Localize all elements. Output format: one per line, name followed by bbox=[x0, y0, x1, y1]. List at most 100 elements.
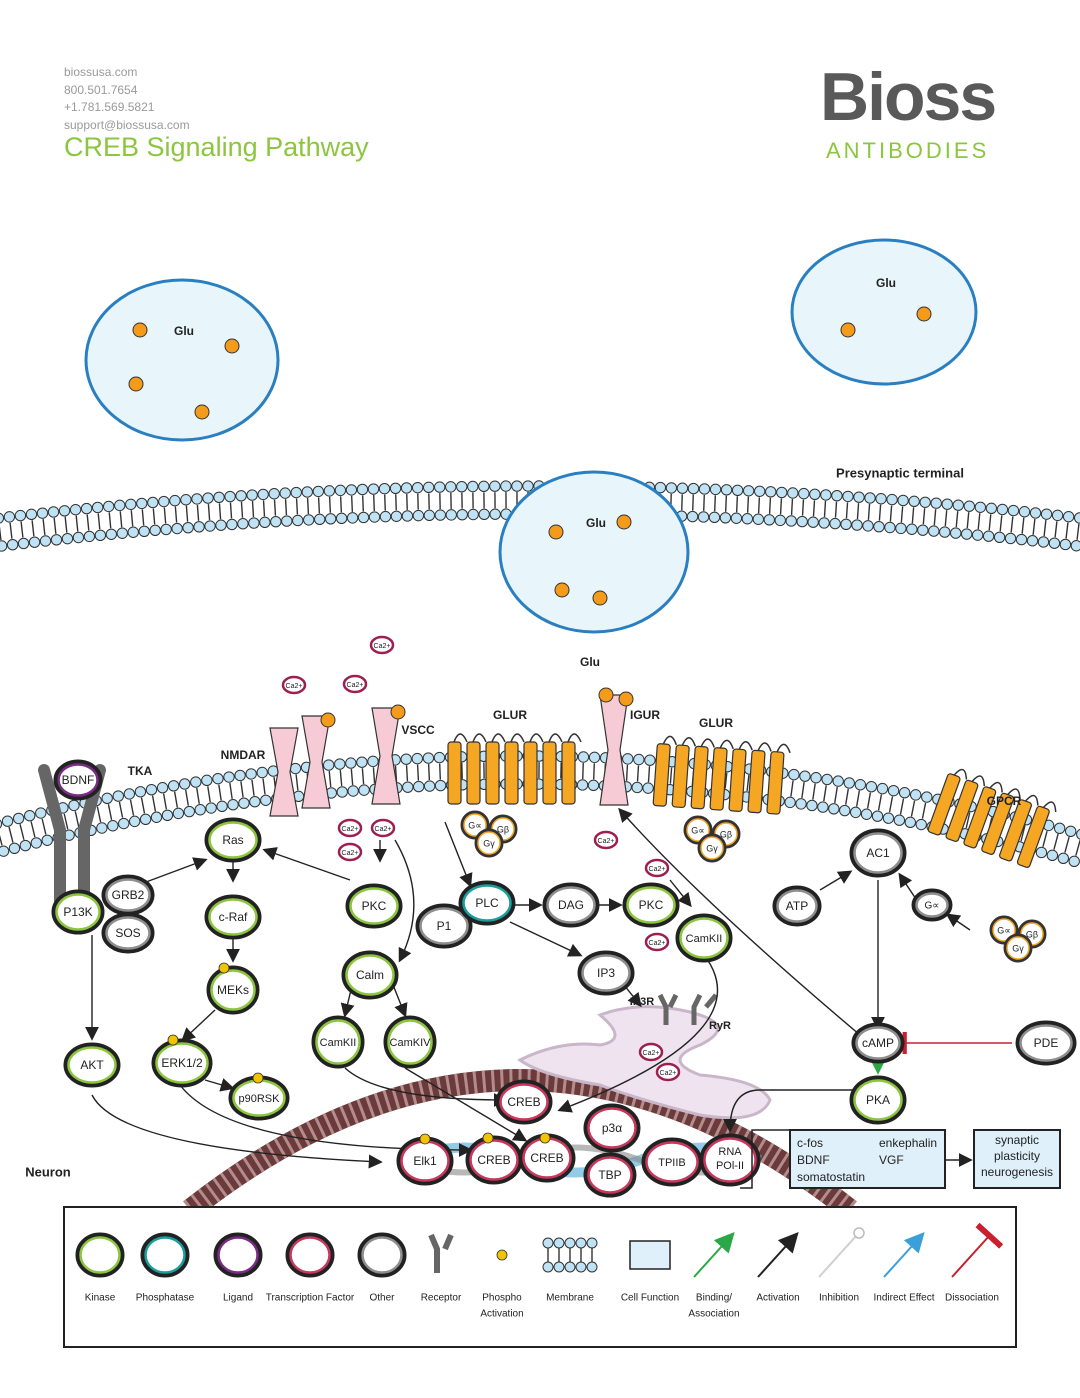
lipid-tail bbox=[339, 496, 343, 513]
lipid-head bbox=[467, 508, 479, 521]
lipid-head bbox=[194, 804, 206, 816]
helix-loop bbox=[453, 733, 468, 743]
lipid-head bbox=[334, 758, 346, 770]
pde-node: PDE bbox=[1015, 1020, 1077, 1066]
lipid-tail bbox=[746, 774, 750, 792]
rna-label: RNA bbox=[718, 1146, 742, 1158]
lipid-head bbox=[323, 485, 336, 497]
membrane-icon-head bbox=[542, 1237, 554, 1249]
lipid-tail bbox=[900, 506, 904, 523]
helix-segment bbox=[466, 741, 481, 805]
lipid-head bbox=[445, 509, 457, 521]
legend-label: Transcription Factor bbox=[266, 1293, 355, 1304]
legend-label: Inhibition bbox=[819, 1293, 859, 1304]
p13k-node-label: P13K bbox=[63, 905, 92, 919]
lipid-tail bbox=[801, 499, 805, 516]
lipid-head bbox=[434, 509, 447, 521]
receptor-icon bbox=[428, 1233, 454, 1273]
lipid-head bbox=[489, 508, 501, 520]
lipid-head bbox=[80, 502, 93, 515]
pka-node-label: PKA bbox=[866, 1093, 890, 1107]
igur-channel bbox=[599, 691, 634, 806]
gprotein-label: Gγ bbox=[483, 838, 495, 848]
igur-label: IGUR bbox=[630, 708, 660, 722]
lipid-head bbox=[379, 510, 392, 523]
vesicle-left: Glu bbox=[84, 278, 280, 442]
lipid-tail bbox=[373, 495, 375, 512]
helix-segment bbox=[561, 741, 576, 805]
lipid-tail bbox=[251, 501, 255, 518]
indirect-icon bbox=[883, 1232, 925, 1278]
lipid-tail bbox=[944, 510, 948, 527]
lipid-tail bbox=[328, 496, 332, 513]
lipid-tail bbox=[834, 786, 838, 803]
lipid-tail bbox=[910, 800, 916, 817]
calcium-label: Ca2+ bbox=[649, 866, 666, 873]
ras-node: Ras bbox=[204, 817, 262, 863]
vesicle-right: Glu bbox=[790, 238, 978, 386]
node-outline bbox=[63, 1042, 121, 1088]
legend-frame bbox=[63, 1206, 1017, 1348]
lipid-head bbox=[842, 490, 854, 503]
legend-swatch bbox=[285, 1232, 335, 1278]
lipid-head bbox=[68, 799, 80, 812]
activation-arrow bbox=[444, 821, 473, 888]
gprotein-ring bbox=[686, 818, 710, 842]
lipid-tail bbox=[768, 497, 772, 514]
lipid-head bbox=[191, 493, 203, 505]
lipid-tail bbox=[636, 765, 640, 782]
lipid-tail bbox=[823, 785, 827, 802]
legend-item-inhibition: Inhibition bbox=[818, 1227, 865, 1304]
creb1-node: CREB bbox=[465, 1132, 523, 1185]
lipid-head bbox=[665, 482, 678, 494]
lipid-head bbox=[795, 798, 807, 810]
lipid-head bbox=[871, 810, 884, 822]
tka-label: TKA bbox=[128, 764, 153, 778]
gene-label: somatostatin bbox=[797, 1170, 865, 1184]
lipid-head bbox=[731, 484, 744, 496]
channel-body bbox=[269, 727, 299, 817]
lipid-tail bbox=[692, 494, 694, 511]
lipid-head bbox=[204, 520, 216, 532]
helix-loop bbox=[1007, 788, 1021, 800]
helix-loop bbox=[971, 775, 986, 787]
lipid-head bbox=[774, 514, 786, 527]
glu-molecule bbox=[194, 404, 210, 420]
lipid-head bbox=[1076, 828, 1080, 840]
lipid-head bbox=[985, 502, 998, 515]
lipid-head bbox=[839, 804, 851, 817]
helix-loop bbox=[1042, 801, 1057, 813]
node-outline bbox=[341, 950, 399, 1000]
lipid-head bbox=[202, 492, 214, 504]
pkc2-node: PKC bbox=[622, 882, 680, 928]
lipid-head bbox=[134, 786, 147, 798]
dag-node-label: DAG bbox=[558, 898, 584, 912]
lipid-head bbox=[161, 809, 174, 821]
lipid-head bbox=[798, 487, 810, 500]
activation-arrow bbox=[819, 870, 853, 891]
node-ring bbox=[208, 821, 258, 859]
lipid-tail bbox=[151, 795, 157, 812]
website-text: biossusa.com bbox=[64, 65, 138, 79]
lipid-head bbox=[478, 480, 490, 493]
pkc1-node: PKC bbox=[345, 883, 403, 929]
legend-label-2: Association bbox=[688, 1309, 739, 1320]
lipid-tail bbox=[845, 788, 849, 805]
lipid-head bbox=[853, 491, 865, 503]
lipid-tail bbox=[988, 514, 992, 531]
lipid-head bbox=[1064, 825, 1077, 837]
helix-segment bbox=[747, 749, 766, 814]
lipid-head bbox=[587, 779, 600, 792]
lipid-tail bbox=[1075, 839, 1080, 856]
node-ring bbox=[208, 898, 258, 936]
lipid-tail bbox=[75, 515, 79, 532]
node-outline bbox=[675, 913, 733, 963]
activation-arrow bbox=[91, 1094, 383, 1169]
lipid-head bbox=[36, 507, 49, 519]
node-outline bbox=[51, 889, 105, 935]
lipid-head bbox=[128, 815, 141, 828]
lipid-head bbox=[118, 817, 130, 830]
ryr-label: RyR bbox=[709, 1020, 731, 1032]
lipid-tail bbox=[163, 507, 167, 524]
